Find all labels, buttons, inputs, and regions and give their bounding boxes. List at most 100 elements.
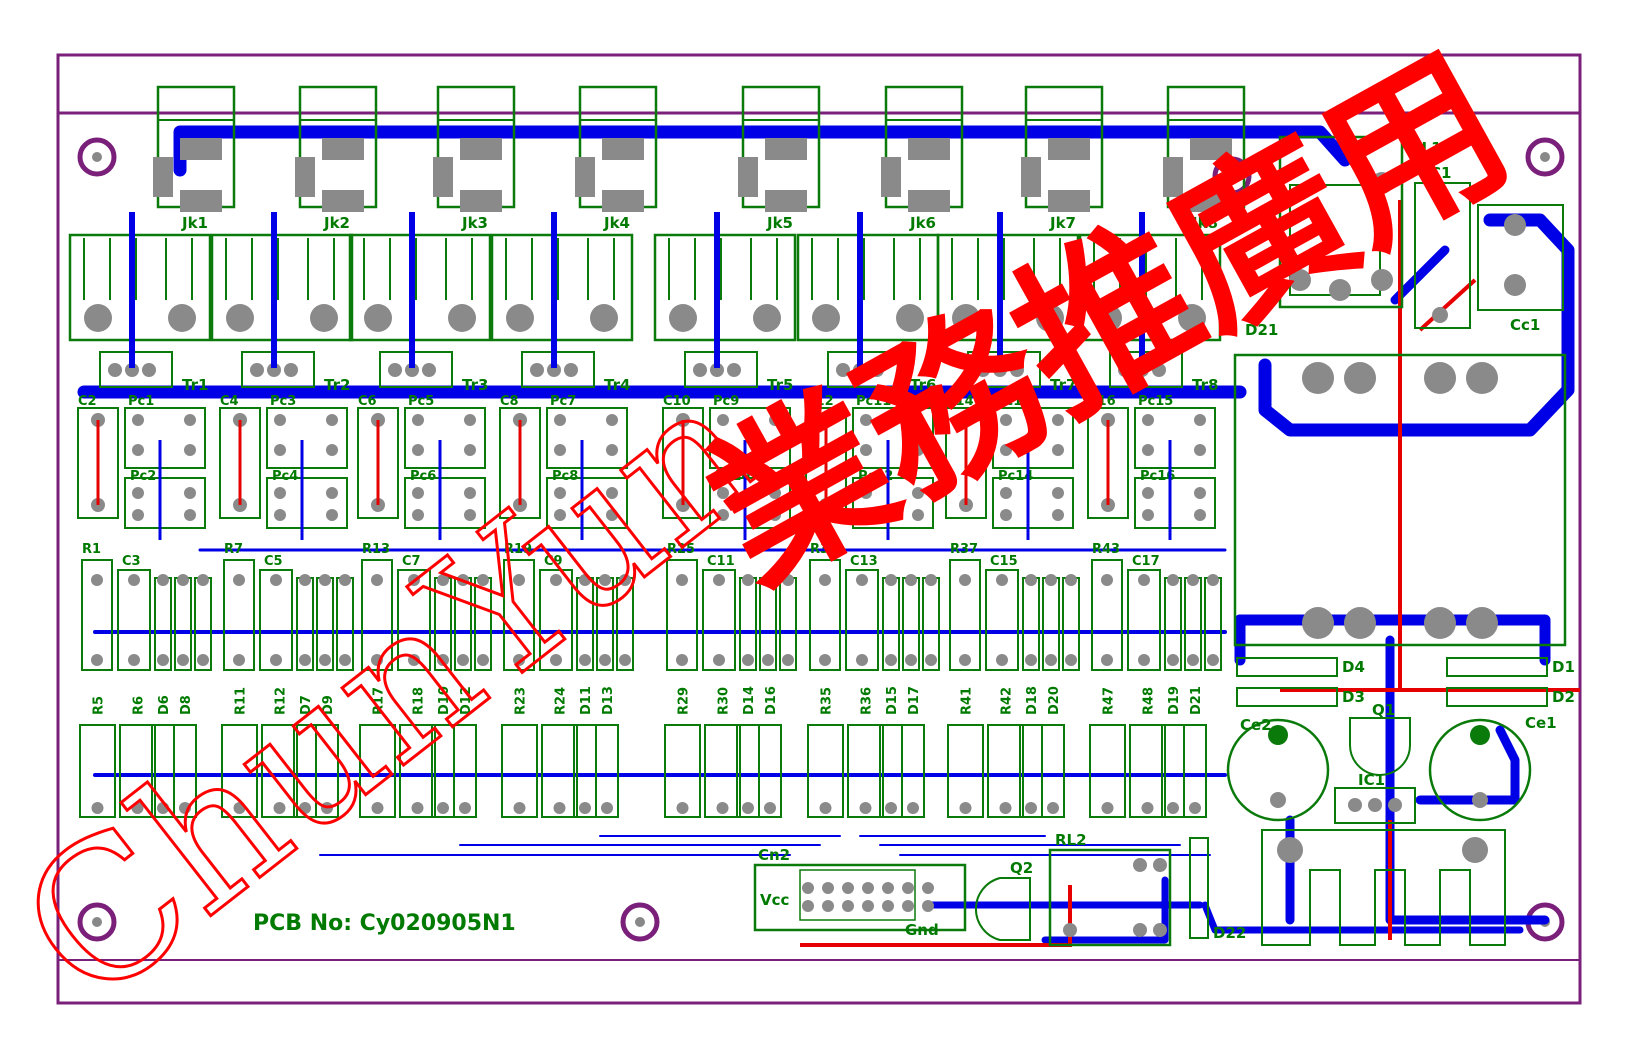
cap-c1-outline (1414, 182, 1471, 329)
res-bottom-label: R18 (412, 687, 427, 715)
transformer-label: Tr1 (182, 376, 208, 394)
pc-top-label: Pc11 (856, 394, 891, 409)
watermark-cjk: 業務推廣用 (676, 18, 1541, 622)
res-bottom-label: D15 (885, 686, 900, 715)
jack-label: Jk1 (181, 214, 208, 232)
res-bottom-label: D9 (321, 695, 336, 715)
power-transformer-outline (1233, 353, 1567, 647)
pc-bottom-label: Pc10 (715, 469, 750, 484)
label-c1: C1 (1430, 164, 1451, 182)
label-d21: D21 (1245, 321, 1278, 339)
res-bottom-label: D19 (1167, 686, 1182, 715)
connector-cn2-outline (753, 863, 967, 932)
cap-mid-label: C3 (122, 554, 141, 569)
res-mid-label: R31 (810, 542, 838, 557)
cap-mid-label: C11 (707, 554, 735, 569)
res-bottom-label: R24 (554, 687, 569, 715)
cap-top-label: C4 (220, 394, 239, 409)
jack-label: Jk7 (1049, 214, 1076, 232)
res-bottom-label: R11 (234, 687, 249, 715)
cap-top-label: C2 (78, 394, 97, 409)
label-d22: D22 (1213, 924, 1246, 942)
res-mid-label: R13 (362, 542, 390, 557)
res-mid-label: R19 (504, 542, 532, 557)
board-outline (56, 53, 1582, 1005)
label-cc1: Cc1 (1510, 316, 1540, 334)
mount-hole (1525, 137, 1565, 177)
res-bottom-label: R23 (514, 687, 529, 715)
pc-bottom-label: Pc2 (130, 469, 156, 484)
label-d3: D3 (1342, 688, 1365, 706)
transformer-label: Tr8 (1192, 376, 1218, 394)
pc-top-label: Pc3 (270, 394, 296, 409)
cap-mid-label: C13 (850, 554, 878, 569)
res-bottom-label: R35 (820, 687, 835, 715)
pc-top-label: Pc13 (996, 394, 1031, 409)
pc-bottom-label: Pc14 (998, 469, 1033, 484)
cap-cc1-outline (1477, 204, 1564, 311)
mount-hole (77, 902, 117, 942)
pc-top-label: Pc5 (408, 394, 434, 409)
regulator-ic1-outline (1334, 787, 1416, 824)
label-q1: Q1 (1372, 701, 1395, 719)
mount-hole (77, 137, 117, 177)
pc-bottom-label: Pc8 (552, 469, 578, 484)
pc-bottom-label: Pc4 (272, 469, 298, 484)
res-bottom-label: D21 (1189, 686, 1204, 715)
cap-top-label: C12 (806, 394, 834, 409)
jack-label: Jk5 (766, 214, 793, 232)
cap-mid-label: C7 (402, 554, 421, 569)
cap-mid-label: C15 (990, 554, 1018, 569)
res-bottom-label: R30 (717, 687, 732, 715)
jack-label: Jk4 (603, 214, 630, 232)
label-cn2: Cn2 (758, 846, 790, 864)
res-bottom-label: D13 (601, 686, 616, 715)
jack-label: Jk3 (461, 214, 488, 232)
res-bottom-label: D6 (157, 695, 172, 715)
res-bottom-label: D14 (742, 686, 757, 715)
res-mid-label: R25 (667, 542, 695, 557)
relay-rl2-outline (1048, 848, 1172, 947)
cap-top-label: C16 (1088, 394, 1116, 409)
pc-top-label: Pc9 (713, 394, 739, 409)
res-bottom-label: R17 (372, 687, 387, 715)
res-bottom-label: R36 (860, 687, 875, 715)
res-bottom-label: D18 (1025, 686, 1040, 715)
cap-top-label: C14 (946, 394, 974, 409)
right-section (753, 135, 1567, 947)
res-bottom-label: D10 (437, 686, 452, 715)
res-bottom-label: D7 (299, 695, 314, 715)
transformer-label: Tr3 (462, 376, 488, 394)
res-bottom-label: R41 (960, 687, 975, 715)
pc-top-label: Pc15 (1138, 394, 1173, 409)
label-d1: D1 (1552, 658, 1575, 676)
res-bottom-label: R12 (274, 687, 289, 715)
label-d2: D2 (1552, 688, 1575, 706)
res-mid-label: R37 (950, 542, 978, 557)
transformer-label: Tr4 (604, 376, 630, 394)
res-bottom-label: R48 (1142, 687, 1157, 715)
relay-rl1-outline (1278, 135, 1404, 309)
cap-ce1-outline (1428, 718, 1532, 822)
pcb-number: PCB No: Cy020905N1 (253, 911, 516, 936)
res-mid-label: R1 (82, 542, 101, 557)
jack-label: Jk6 (909, 214, 936, 232)
cap-top-label: C6 (358, 394, 377, 409)
res-bottom-label: R42 (1000, 687, 1015, 715)
label-q2: Q2 (1010, 859, 1033, 877)
label-ce2: Ce2 (1240, 716, 1272, 734)
diode-d2-outline (1446, 687, 1548, 707)
mount-hole (620, 902, 660, 942)
cap-ce2-outline (1226, 718, 1330, 822)
res-bottom-label: R47 (1102, 687, 1117, 715)
pc-top-label: Pc7 (550, 394, 576, 409)
label-ic1: IC1 (1358, 771, 1385, 789)
